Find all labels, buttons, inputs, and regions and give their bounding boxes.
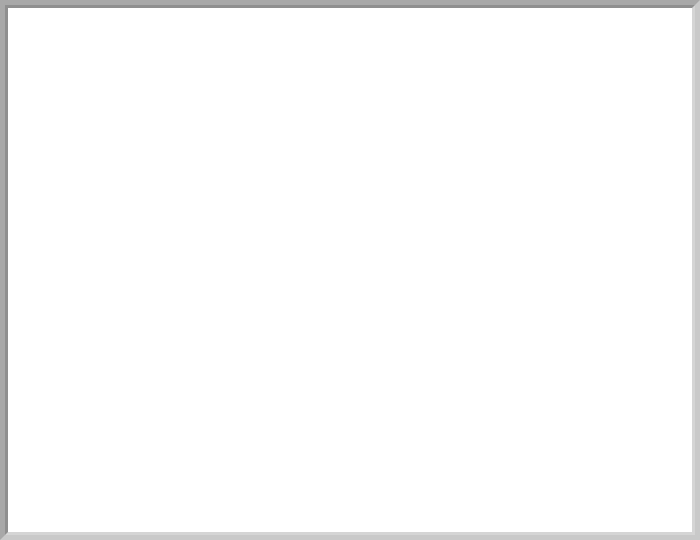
panel-frame-inner — [5, 5, 695, 535]
